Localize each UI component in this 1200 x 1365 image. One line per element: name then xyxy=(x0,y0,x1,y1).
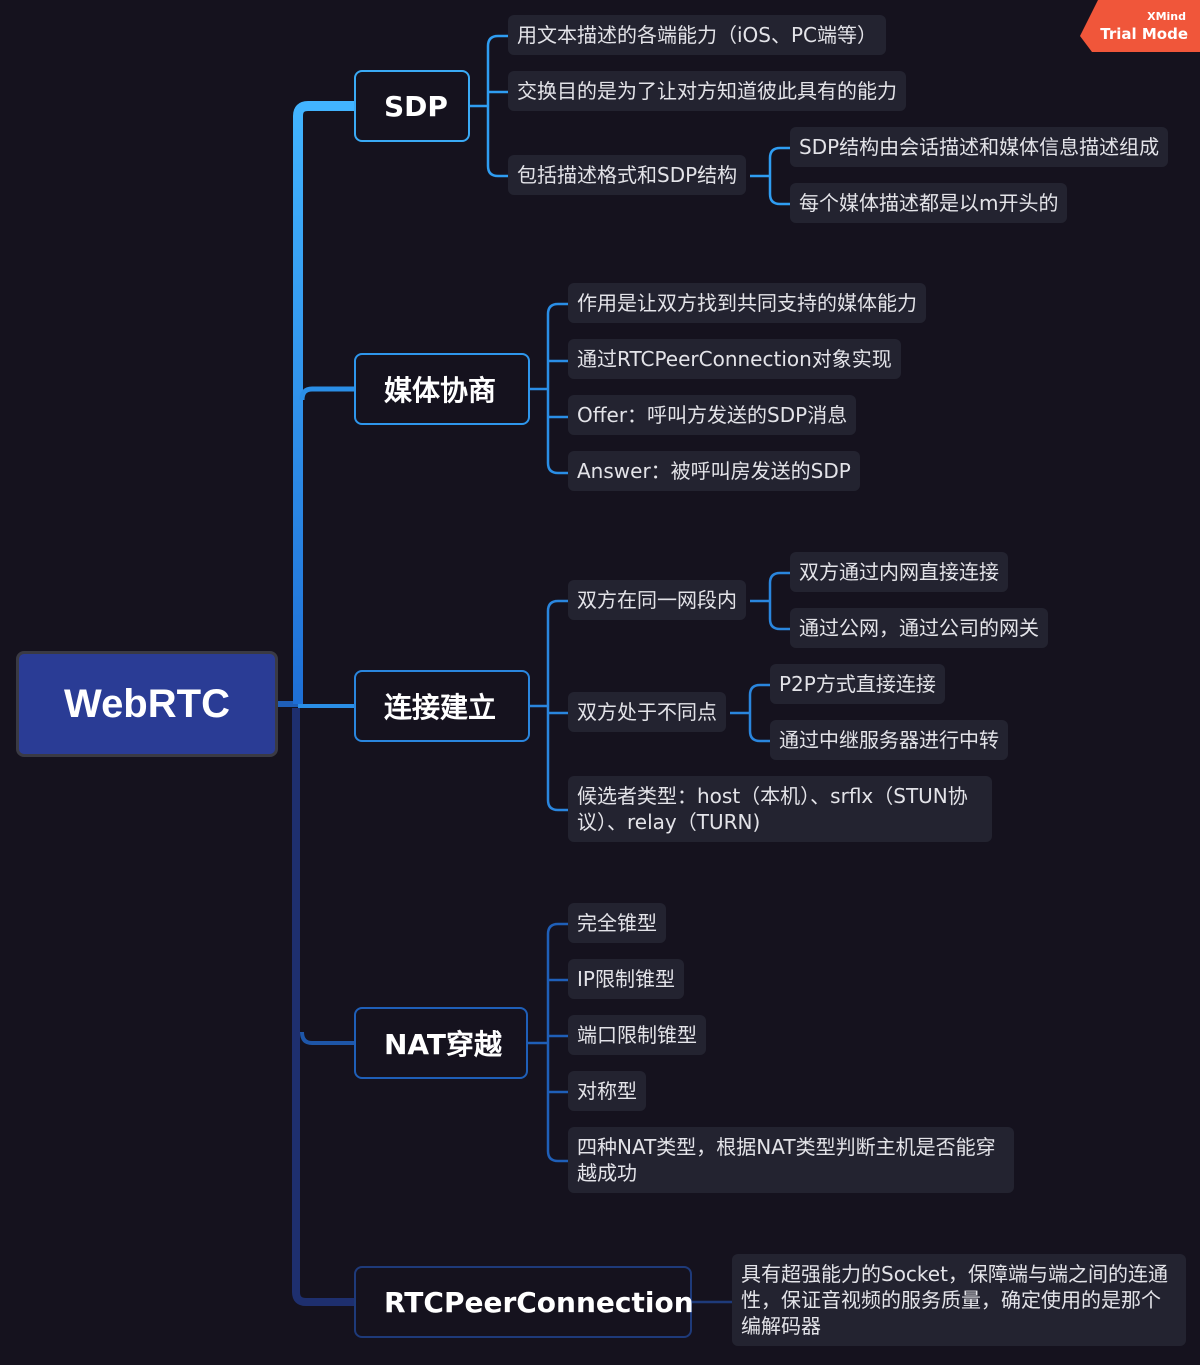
different-network-item[interactable]: 通过中继服务器进行中转 xyxy=(770,720,1008,760)
media-item[interactable]: 通过RTCPeerConnection对象实现 xyxy=(568,339,901,379)
media-item[interactable]: 作用是让双方找到共同支持的媒体能力 xyxy=(568,283,926,323)
different-network-item[interactable]: P2P方式直接连接 xyxy=(770,664,945,704)
rtc-item[interactable]: 具有超强能力的Socket，保障端与端之间的连通性，保证音视频的服务质量，确定使… xyxy=(732,1254,1186,1346)
branch-connection-setup[interactable]: 连接建立 xyxy=(354,670,530,742)
branch-rtcpeerconnection[interactable]: RTCPeerConnection xyxy=(354,1266,694,1338)
media-item[interactable]: Answer：被呼叫房发送的SDP xyxy=(568,451,860,491)
nat-item[interactable]: IP限制锥型 xyxy=(568,959,684,999)
same-network-item[interactable]: 通过公网，通过公司的网关 xyxy=(790,608,1048,648)
connect-item[interactable]: 双方在同一网段内 xyxy=(568,580,746,620)
nat-item[interactable]: 四种NAT类型，根据NAT类型判断主机是否能穿越成功 xyxy=(568,1127,1014,1193)
sdp-item[interactable]: 用文本描述的各端能力（iOS、PC端等） xyxy=(508,15,887,55)
sdp-item[interactable]: 包括描述格式和SDP结构 xyxy=(508,155,747,195)
same-network-item[interactable]: 双方通过内网直接连接 xyxy=(790,552,1008,592)
trial-watermark: XMind Trial Mode xyxy=(1080,0,1200,52)
sdp-subitem[interactable]: 每个媒体描述都是以m开头的 xyxy=(790,183,1068,223)
branch-media-negotiation[interactable]: 媒体协商 xyxy=(354,353,530,425)
watermark-mode: Trial Mode xyxy=(1100,25,1188,43)
nat-item[interactable]: 对称型 xyxy=(568,1071,646,1111)
nat-item[interactable]: 完全锥型 xyxy=(568,903,666,943)
root-node[interactable]: WebRTC xyxy=(16,651,278,757)
media-item[interactable]: Offer：呼叫方发送的SDP消息 xyxy=(568,395,857,435)
sdp-subitem[interactable]: SDP结构由会话描述和媒体信息描述组成 xyxy=(790,127,1169,167)
connect-item[interactable]: 候选者类型：host（本机）、srflx（STUN协议）、relay（TURN) xyxy=(568,776,992,842)
watermark-badge-shape xyxy=(1080,0,1200,52)
connect-item[interactable]: 双方处于不同点 xyxy=(568,692,726,732)
branch-nat-traversal[interactable]: NAT穿越 xyxy=(354,1007,528,1079)
sdp-item[interactable]: 交换目的是为了让对方知道彼此具有的能力 xyxy=(508,71,906,111)
nat-item[interactable]: 端口限制锥型 xyxy=(568,1015,706,1055)
branch-sdp[interactable]: SDP xyxy=(354,70,470,142)
watermark-brand: XMind xyxy=(1147,10,1186,23)
